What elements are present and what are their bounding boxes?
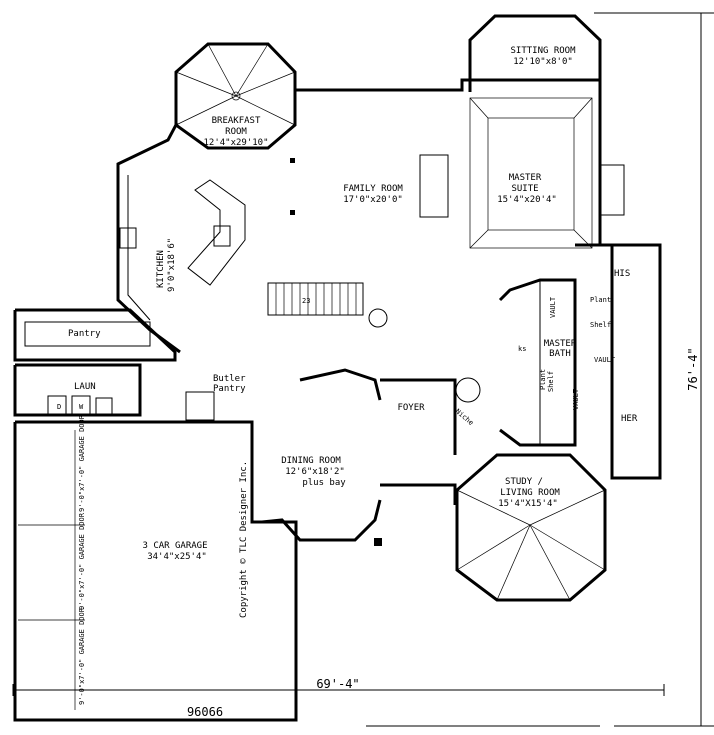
master-suite-size: 15'4"x20'4"	[497, 195, 557, 205]
breakfast-size: 12'4"x29'10"	[203, 138, 268, 148]
dining-room-size: 12'6"x18'2"	[285, 467, 345, 477]
pantry-label: Pantry	[68, 329, 101, 339]
ks-label: ks	[518, 345, 526, 353]
laun-label: LAUN	[74, 382, 96, 392]
study-label-2: LIVING ROOM	[500, 488, 560, 498]
breakfast-label-1: BREAKFAST	[212, 116, 261, 126]
master-suite-label-1: MASTER	[509, 173, 542, 183]
room-labels: BREAKFAST ROOM 12'4"x29'10" SITTING ROOM…	[68, 46, 638, 562]
overall-dimensions: 69'-4" 76'-4" 96066	[187, 347, 700, 719]
dimension-lines	[12, 12, 714, 727]
family-room-label: FAMILY ROOM	[343, 184, 403, 194]
kitchen-size: 9'0"x18'6"	[167, 238, 177, 292]
interior-details	[18, 43, 625, 710]
sitting-room-label: SITTING ROOM	[510, 46, 576, 56]
dryer-label: D	[57, 403, 61, 411]
dining-room-label: DINING ROOM	[281, 456, 341, 466]
niche-label: Niche	[454, 407, 475, 427]
copyright-notice: Copyright © TLC Designer Inc.	[239, 461, 249, 618]
butler-label-1: Butler	[213, 374, 246, 384]
foyer-label: FOYER	[397, 403, 425, 413]
plant-shelf-1-line-2: Shelf	[590, 321, 611, 329]
washer-label: W	[79, 403, 84, 411]
depth-dimension: 76'-4"	[686, 347, 700, 390]
exterior-walls	[13, 14, 662, 722]
plant-shelf-2-line-1: Plant	[539, 369, 547, 390]
dining-room-note: plus bay	[302, 478, 346, 488]
master-bath-label-1: MASTER	[544, 339, 577, 349]
width-dimension: 69'-4"	[316, 677, 359, 691]
garage-door-label-2: 9'-0"x7'-0" GARAGE DOOR	[78, 512, 86, 610]
master-suite-label-2: SUITE	[511, 184, 538, 194]
kitchen-label: KITCHEN	[156, 250, 166, 288]
garage-label: 3 CAR GARAGE	[142, 541, 207, 551]
garage-size: 34'4"x25'4"	[147, 552, 207, 562]
plan-number: 96066	[187, 705, 223, 719]
stair-treads	[275, 283, 357, 315]
study-size: 15'4"X15'4"	[498, 499, 558, 509]
butler-label-2: Pantry	[213, 384, 246, 394]
annotations: VAULT VAULT VAULT Plant Shelf Plant Shel…	[57, 296, 616, 705]
vault-label-2: VAULT	[594, 356, 616, 364]
garage-door-label-3: 9'-0"x7'-0" GARAGE DOOR	[78, 607, 86, 705]
stair-count: 23	[302, 297, 310, 305]
sitting-room-size: 12'10"x8'0"	[513, 57, 573, 67]
vault-label-3: VAULT	[572, 388, 580, 410]
family-room-size: 17'0"x20'0"	[343, 195, 403, 205]
his-closet-label: HIS	[614, 269, 630, 279]
study-label-1: STUDY /	[505, 477, 543, 487]
vault-label-1: VAULT	[549, 296, 557, 318]
breakfast-label-2: ROOM	[225, 127, 247, 137]
plant-shelf-1-line-1: Plant	[590, 296, 611, 304]
plant-shelf-2-line-2: Shelf	[547, 371, 555, 392]
garage-door-label-1: 9'-0"x7'-0" GARAGE DOOR	[78, 414, 86, 512]
her-closet-label: HER	[621, 414, 638, 424]
master-bath-label-2: BATH	[549, 349, 571, 359]
